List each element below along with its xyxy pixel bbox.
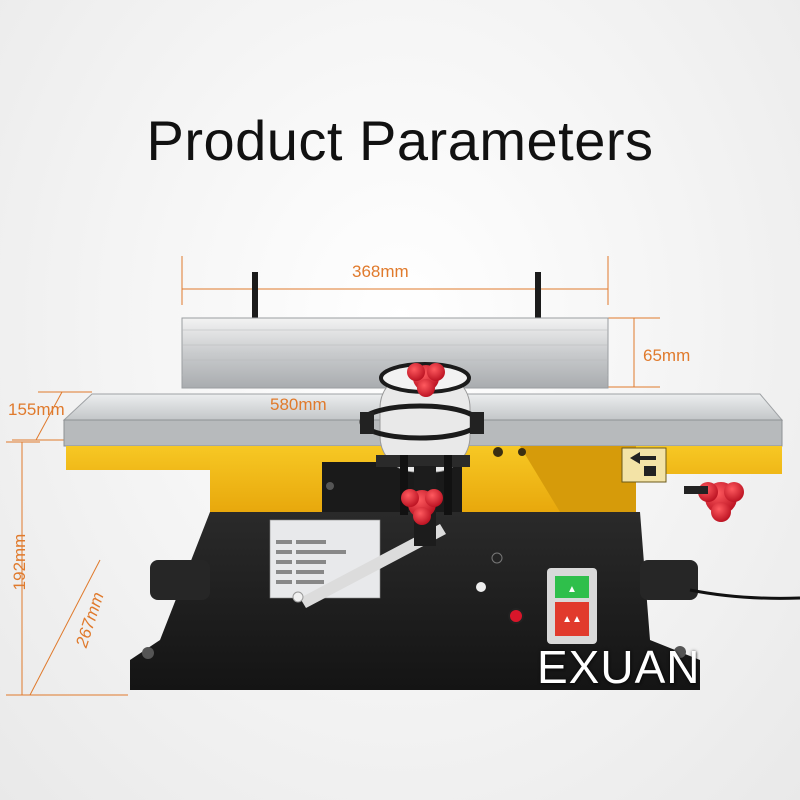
table-depth-label: 155mm [8, 400, 65, 419]
brand-watermark: EXUAN [537, 641, 701, 693]
page-title: Product Parameters [146, 109, 654, 172]
svg-text:▲▲: ▲▲ [562, 614, 582, 625]
svg-text:▲: ▲ [567, 584, 577, 595]
power-switch-icon: ▲ ▲▲ [547, 568, 597, 644]
table-length-label: 580mm [270, 395, 327, 414]
fence-height-label: 65mm [643, 346, 691, 365]
cutterhead-guard-icon [359, 362, 484, 546]
fence-width-label: 368mm [352, 262, 409, 281]
overall-height-label: 192mm [10, 533, 29, 591]
red-knob-icon [401, 363, 744, 525]
